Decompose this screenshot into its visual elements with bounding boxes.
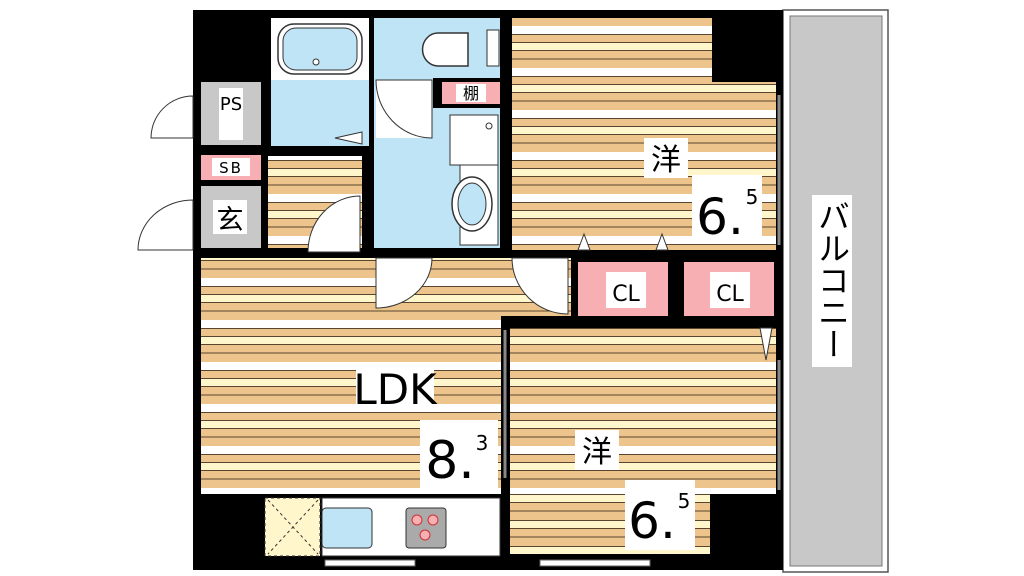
washroom: 棚 [374,18,500,248]
utility-column: PS SB 玄 [137,82,261,251]
entry-door[interactable] [150,95,194,139]
toilet-icon [421,32,469,67]
balcony-label: バルコニー [813,200,851,360]
entrance-label: 玄 [217,205,244,236]
shelf-label: 棚 [463,84,479,103]
western-room-2: 洋 6. 5 [503,327,781,554]
western-room-2-label: 洋 [582,435,612,470]
front-door[interactable] [137,199,194,251]
western-room-1-size-decimal: 5 [746,185,759,209]
western-room-1-label: 洋 [651,143,681,178]
ps-label: PS [220,94,242,115]
window [324,559,416,567]
ldk-label: LDK [353,365,438,414]
stove-icon [405,507,447,549]
western-room-1: 洋 6. 5 [512,18,781,250]
western-room-2-size: 6. [628,492,676,550]
closets: CL CL [577,232,774,316]
sb-label: SB [219,159,243,177]
closet-1-label: CL [612,282,640,307]
door-arc [375,79,433,139]
bathroom [271,18,369,146]
balcony: バルコニー [782,9,889,573]
ldk: LDK 8. 3 [201,257,571,494]
western-room-2-size-decimal: 5 [678,489,691,513]
western-room-1-size: 6. [696,188,744,246]
closet-2-label: CL [716,282,744,307]
ldk-size: 8. [425,431,475,491]
window [539,559,651,567]
kitchen-sink-icon [321,507,373,549]
kitchen [264,497,501,557]
ldk-size-decimal: 3 [476,431,489,455]
